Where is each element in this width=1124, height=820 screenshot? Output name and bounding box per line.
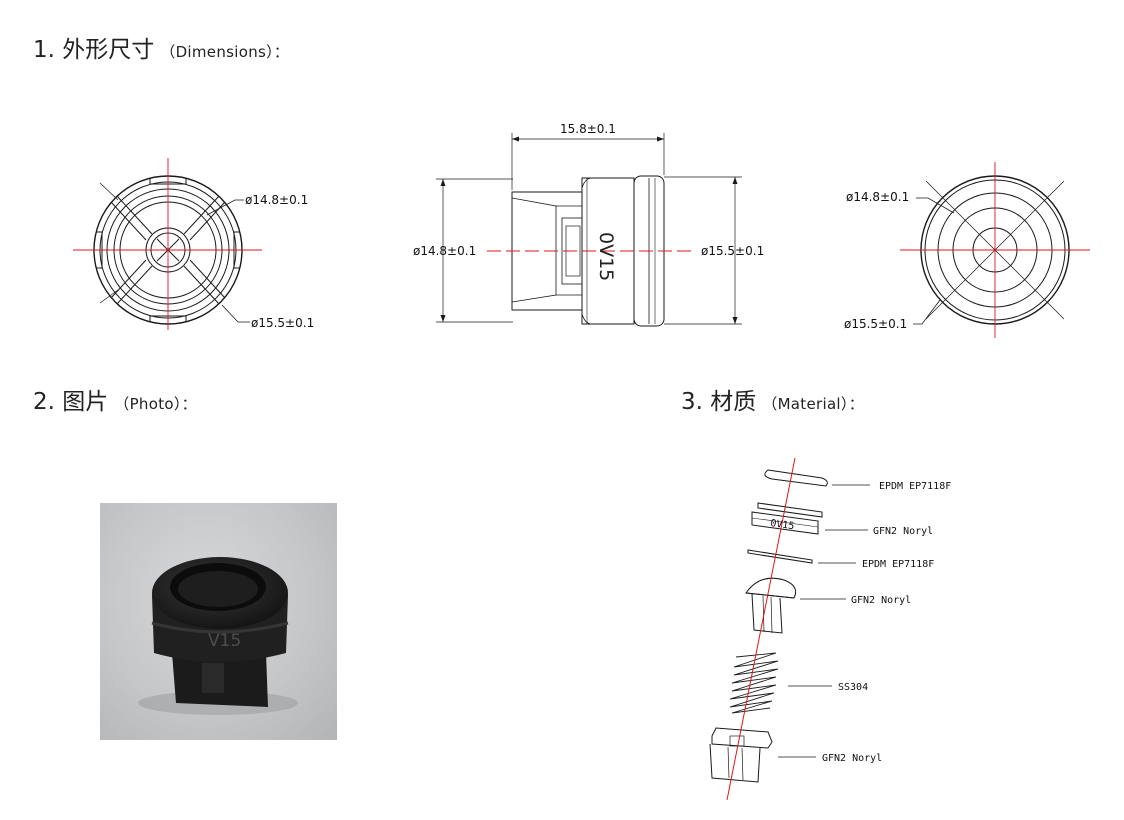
material-label-cap: GFN2 Noryl <box>873 526 933 537</box>
front-centerlines <box>73 158 262 330</box>
side-length-label: 15.8±0.1 <box>560 122 616 136</box>
valve-photo-illustration: V15 <box>138 557 298 715</box>
back-centerlines <box>900 162 1090 338</box>
heading-subtitle: （Dimensions）： <box>160 43 290 61</box>
material-label-seal-ring: EPDM EP7118F <box>879 481 951 492</box>
product-photo: V15 <box>100 503 337 740</box>
heading-title: 图片 <box>62 389 109 415</box>
front-outer-dia-label: ø15.5±0.1 <box>251 316 314 330</box>
part-plunger <box>745 577 797 634</box>
heading-photo: 2. 图片 （Photo）： <box>33 382 197 416</box>
part-seal-ring <box>764 469 828 487</box>
front-inner-dia-label: ø14.8±0.1 <box>245 193 308 207</box>
heading-title: 外形尺寸 <box>62 37 155 63</box>
heading-number: 1. <box>33 37 55 63</box>
material-label-gasket: EPDM EP7118F <box>862 559 934 570</box>
heading-subtitle: （Material）： <box>762 395 865 413</box>
side-left-dia-label: ø14.8±0.1 <box>413 244 476 258</box>
photo-marking: V15 <box>208 631 241 651</box>
exploded-centerline <box>726 457 796 801</box>
material-label-plunger: GFN2 Noryl <box>851 595 911 606</box>
part-spring <box>729 652 779 714</box>
part-gasket <box>747 549 813 564</box>
cap-marking: 0V15 <box>770 518 795 532</box>
side-view <box>436 133 742 327</box>
exploded-parts <box>709 469 870 783</box>
heading-number: 2. <box>33 389 55 415</box>
heading-subtitle: （Photo）： <box>114 395 197 413</box>
side-right-dia-label: ø15.5±0.1 <box>701 244 764 258</box>
material-label-body: GFN2 Noryl <box>822 753 882 764</box>
back-outer-dia-label: ø15.5±0.1 <box>844 317 907 331</box>
heading-number: 3. <box>681 389 703 415</box>
material-label-spring: SS304 <box>838 682 868 693</box>
heading-title: 材质 <box>710 389 757 415</box>
part-body <box>709 727 773 783</box>
back-inner-dia-label: ø14.8±0.1 <box>846 190 909 204</box>
part-cap <box>751 502 823 535</box>
heading-dimensions: 1. 外形尺寸 （Dimensions）： <box>33 30 289 64</box>
heading-material: 3. 材质 （Material）： <box>681 382 864 416</box>
side-marking: 0V15 <box>595 232 617 281</box>
